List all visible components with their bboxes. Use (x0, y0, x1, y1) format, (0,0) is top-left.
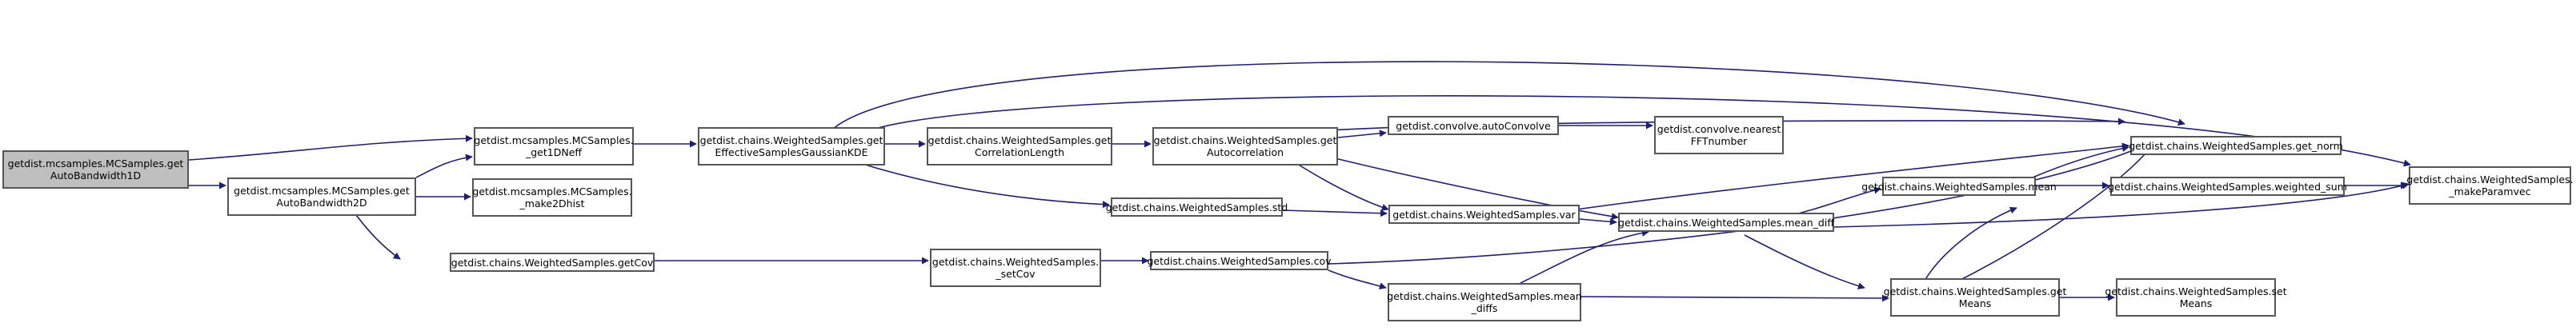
node-getAutocorrelation-line2: Autocorrelation (1206, 146, 1284, 158)
edge-std-to-var (1282, 209, 1388, 217)
node-std-line1: getdist.chains.WeightedSamples.std (1105, 201, 1288, 213)
node-setMeans-line2: Means (2179, 297, 2213, 309)
node-makeParamvec-line1: getdist.chains.WeightedSamples. (2406, 173, 2574, 185)
edge-getEffSamples-to-makeParamvec (871, 95, 2411, 167)
node-root-line1: getdist.mcsamples.MCSamples.get (7, 158, 184, 169)
edge-root-to-get1DNeff (188, 134, 473, 161)
node-make2Dhist-line1: getdist.mcsamples.MCSamples. (472, 185, 632, 197)
edge-meanDiff-to-getMeans (1744, 234, 1865, 289)
node-weightedSum[interactable]: getdist.chains.WeightedSamples.weighted_… (2108, 177, 2347, 196)
node-getCov-line1: getdist.chains.WeightedSamples.getCov (451, 256, 654, 269)
node-mean[interactable]: getdist.chains.WeightedSamples.mean (1861, 177, 2057, 196)
node-make2Dhist[interactable]: getdist.mcsamples.MCSamples. _make2Dhist (472, 178, 632, 217)
node-setMeans-line1: getdist.chains.WeightedSamples.set (2105, 285, 2287, 297)
node-getCorrLength-line1: getdist.chains.WeightedSamples.get (927, 134, 1112, 146)
node-getAutoBandwidth2D[interactable]: getdist.mcsamples.MCSamples.get AutoBand… (227, 177, 416, 216)
node-cov-line1: getdist.chains.WeightedSamples.cov (1147, 254, 1332, 267)
edge-meanDiffs-to-getMeans (1580, 294, 1889, 302)
edge-mean-to-getNorm (2032, 145, 2129, 178)
node-getEffSamples-line1: getdist.chains.WeightedSamples.get (699, 134, 883, 146)
node-getEffSamples-line2: EffectiveSamplesGaussianKDE (715, 146, 868, 158)
node-meanDiffs-line2: _diffs (1471, 302, 1498, 314)
node-get1DNeff-line2: _get1DNeff (525, 146, 582, 158)
edge-getEffSamples-to-std (839, 156, 1110, 209)
edge-autocorr-to-meanDiff (1328, 156, 1619, 221)
node-getCov[interactable]: getdist.chains.WeightedSamples.getCov (450, 253, 655, 272)
node-weightedSum-line1: getdist.chains.WeightedSamples.weighted_… (2108, 180, 2347, 193)
node-meanDiff-line1: getdist.chains.WeightedSamples.mean_diff (1618, 216, 1834, 229)
node-setCov-line2: _setCov (996, 268, 1036, 280)
edge-getMeans-to-getNorm (1952, 145, 2153, 285)
node-nearestFFT-line2: FFTnumber (1690, 135, 1748, 147)
node-getMeans[interactable]: getdist.chains.WeightedSamples.get Means (1884, 278, 2066, 317)
node-setMeans[interactable]: getdist.chains.WeightedSamples.set Means (2105, 278, 2287, 317)
node-getMeans-line2: Means (1958, 297, 1992, 309)
edge-var-to-meanDiff (1579, 217, 1617, 225)
node-getCorrLength-line2: CorrelationLength (974, 146, 1065, 158)
node-autoConvolve-line1: getdist.convolve.autoConvolve (1396, 119, 1551, 132)
node-root: getdist.mcsamples.MCSamples.get AutoBand… (2, 150, 189, 189)
node-cov[interactable]: getdist.chains.WeightedSamples.cov (1147, 251, 1332, 270)
node-std[interactable]: getdist.chains.WeightedSamples.std (1106, 197, 1288, 217)
node-makeParamvec-line2: _makeParamvec (2449, 185, 2531, 197)
node-meanDiffs[interactable]: getdist.chains.WeightedSamples.mean _dif… (1387, 283, 1582, 321)
edge-autocorr-to-autoConvolve (1337, 130, 1387, 138)
node-nearestFFT-line1: getdist.convolve.nearest (1657, 123, 1781, 135)
node-get1DNeff[interactable]: getdist.mcsamples.MCSamples. _get1DNeff (474, 127, 634, 166)
edge-autocorr-to-var (1288, 158, 1389, 211)
node-setCov[interactable]: getdist.chains.WeightedSamples. _setCov (930, 249, 1101, 287)
edge-bw2d-to-getCov (351, 209, 401, 260)
node-getEffSamples[interactable]: getdist.chains.WeightedSamples.get Effec… (698, 127, 885, 166)
node-var-line1: getdist.chains.WeightedSamples.var (1392, 208, 1576, 221)
node-getAutocorrelation[interactable]: getdist.chains.WeightedSamples.get Autoc… (1152, 127, 1338, 166)
node-meanDiff[interactable]: getdist.chains.WeightedSamples.mean_diff (1618, 213, 1834, 232)
node-getCorrLength[interactable]: getdist.chains.WeightedSamples.get Corre… (927, 127, 1112, 166)
edge-bw2d-to-get1DNeff (415, 154, 473, 178)
node-setCov-line1: getdist.chains.WeightedSamples. (931, 256, 1100, 268)
node-getNorm[interactable]: getdist.chains.WeightedSamples.get_norm (2129, 136, 2343, 155)
node-var[interactable]: getdist.chains.WeightedSamples.var (1388, 205, 1580, 224)
node-getAutoBandwidth2D-line1: getdist.mcsamples.MCSamples.get (234, 185, 410, 197)
edge-cov-to-meanDiffs (1328, 269, 1387, 290)
node-getAutoBandwidth2D-line2: AutoBandwidth2D (276, 197, 367, 209)
node-makeParamvec[interactable]: getdist.chains.WeightedSamples. _makePar… (2406, 166, 2574, 205)
node-getAutocorrelation-line1: getdist.chains.WeightedSamples.get (1153, 134, 1337, 146)
node-meanDiffs-line1: getdist.chains.WeightedSamples.mean (1387, 290, 1582, 302)
node-nearestFFT[interactable]: getdist.convolve.nearest FFTnumber (1654, 116, 1784, 154)
node-get1DNeff-line1: getdist.mcsamples.MCSamples. (474, 134, 634, 146)
edge-meanDiff-to-makeParamvec (1833, 181, 2410, 228)
node-make2Dhist-line2: _make2Dhist (519, 197, 585, 209)
node-mean-line1: getdist.chains.WeightedSamples.mean (1861, 180, 2057, 193)
edge-meanDiffs-to-meanDiff (1520, 229, 1649, 284)
node-autoConvolve[interactable]: getdist.convolve.autoConvolve (1388, 116, 1559, 135)
edge-getEffSamples-to-getNorm (831, 61, 2185, 130)
node-getNorm-line1: getdist.chains.WeightedSamples.get_norm (2129, 139, 2343, 152)
node-root-line2: AutoBandwidth1D (50, 169, 142, 181)
edge-var-to-getNorm (1576, 142, 2129, 210)
edge-getMeans-to-meanDiff (1920, 206, 2017, 289)
node-getMeans-line1: getdist.chains.WeightedSamples.get (1883, 285, 2067, 297)
